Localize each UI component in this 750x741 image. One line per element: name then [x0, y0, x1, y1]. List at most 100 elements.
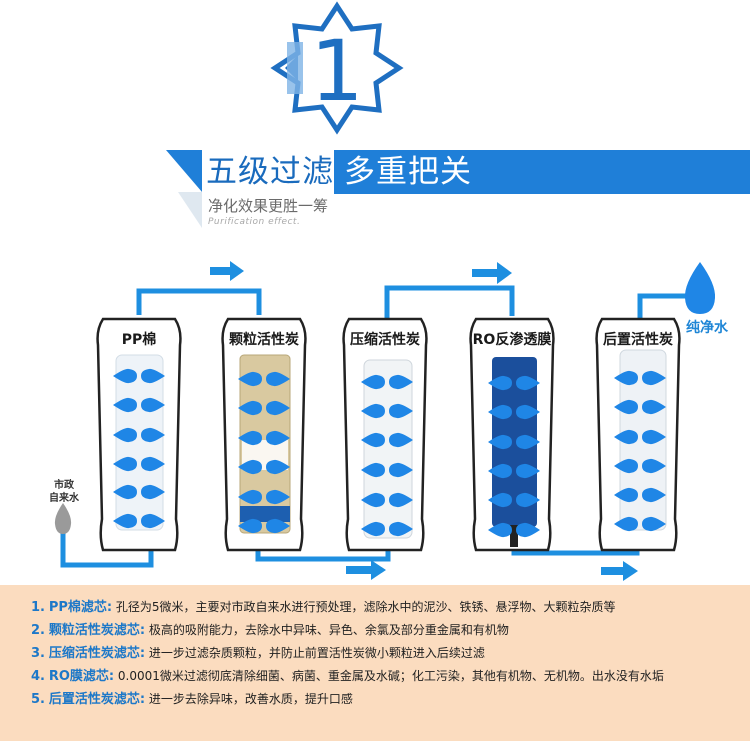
water-drop-icon	[614, 487, 638, 503]
water-drop-icon	[488, 522, 512, 538]
water-drop-icon	[113, 513, 137, 529]
water-drop-icon	[361, 462, 385, 478]
pure-water-drop-icon	[684, 262, 716, 314]
water-drop-icon	[266, 518, 290, 534]
detail-row: 4. RO膜滤芯: 0.0001微米过滤彻底清除细菌、病菌、重金属及水碱；化工污…	[31, 667, 664, 686]
water-drop-icon	[141, 484, 165, 500]
water-drop-icon	[488, 492, 512, 508]
pure-water-label: 纯净水	[686, 320, 728, 336]
water-drop-icon	[113, 456, 137, 472]
water-drop-icon	[238, 400, 262, 416]
detail-num: 2.	[31, 623, 45, 638]
water-drop-icon	[266, 430, 290, 446]
detail-row: 1. PP棉滤芯: 孔径为5微米，主要对市政自来水进行预处理，滤除水中的泥沙、铁…	[31, 598, 616, 617]
water-drop-icon	[389, 492, 413, 508]
title-part1: 五级过滤	[206, 154, 334, 190]
detail-num: 1.	[31, 600, 45, 615]
detail-row: 3. 压缩活性炭滤芯: 进一步过滤杂质颗粒，并防止前置活性炭微小颗粒进入后续过滤	[31, 644, 485, 663]
tap-water-label: 市政 自来水	[42, 479, 86, 505]
detail-sep: :	[139, 623, 146, 638]
water-drop-icon	[642, 370, 666, 386]
water-drop-icon	[266, 459, 290, 475]
detail-sep: :	[139, 646, 146, 661]
water-drop-icon	[113, 484, 137, 500]
water-drop-icon	[642, 487, 666, 503]
detail-row: 5. 后置活性炭滤芯: 进一步去除异味，改善水质，提升口感	[31, 690, 353, 709]
details-panel: 1. PP棉滤芯: 孔径为5微米，主要对市政自来水进行预处理，滤除水中的泥沙、铁…	[0, 585, 750, 741]
title-part2: 多重把关	[344, 154, 472, 190]
step-badge	[270, 1, 404, 135]
detail-text: 进一步去除异味，改善水质，提升口感	[148, 692, 353, 706]
water-drop-icon	[389, 462, 413, 478]
water-drop-icon	[488, 404, 512, 420]
water-drop-icon	[614, 429, 638, 445]
tap-water-drop-icon	[54, 503, 72, 534]
water-drop-icon	[488, 375, 512, 391]
water-drop-icon	[238, 371, 262, 387]
title-banner: 多重把关	[334, 150, 750, 194]
water-drop-icon	[389, 403, 413, 419]
subtitle: 净化效果更胜一筹	[208, 197, 329, 215]
water-drop-icon	[141, 427, 165, 443]
water-drop-icon	[642, 516, 666, 532]
water-drop-icon	[389, 374, 413, 390]
water-drop-icon	[361, 403, 385, 419]
detail-text: 极高的吸附能力，去除水中异味、异色、余氯及部分重金属和有机物	[148, 623, 509, 637]
water-drop-icon	[238, 430, 262, 446]
water-drop-icon	[642, 429, 666, 445]
water-drop-icon	[361, 374, 385, 390]
stage-label-ro-membrane: RO反渗透膜	[472, 332, 552, 348]
water-drop-icon	[389, 432, 413, 448]
water-drop-icon	[113, 397, 137, 413]
water-drop-icon	[642, 399, 666, 415]
water-drop-icon	[113, 368, 137, 384]
water-drop-icon	[141, 368, 165, 384]
detail-name: 后置活性炭滤芯	[48, 692, 140, 707]
water-drop-icon	[614, 399, 638, 415]
detail-num: 3.	[31, 646, 45, 661]
detail-sep: :	[106, 600, 113, 615]
water-drop-icon	[266, 400, 290, 416]
water-drop-icon	[516, 463, 540, 479]
detail-sep: :	[139, 692, 146, 707]
water-drop-icon	[614, 370, 638, 386]
water-drop-icon	[642, 458, 666, 474]
detail-row: 2. 颗粒活性炭滤芯: 极高的吸附能力，去除水中异味、异色、余氯及部分重金属和有…	[31, 621, 509, 640]
water-drop-icon	[488, 434, 512, 450]
detail-name: PP棉滤芯	[48, 600, 107, 615]
water-drop-icon	[516, 404, 540, 420]
detail-text: 0.0001微米过滤彻底清除细菌、病菌、重金属及水碱；化工污染，其他有机物、无机…	[117, 669, 664, 683]
stage-label-granular-carbon: 颗粒活性炭	[229, 332, 299, 348]
water-drop-icon	[361, 521, 385, 537]
water-drop-icon	[488, 463, 512, 479]
water-drop-icon	[614, 516, 638, 532]
detail-name: 压缩活性炭滤芯	[48, 646, 140, 661]
detail-num: 4.	[31, 669, 45, 684]
water-drop-icon	[516, 375, 540, 391]
water-drop-icon	[238, 459, 262, 475]
tap-water-label-line2: 自来水	[49, 493, 79, 504]
water-drop-icon	[141, 397, 165, 413]
stage-label-pp: PP棉	[121, 332, 157, 348]
water-drop-icon	[141, 513, 165, 529]
detail-num: 5.	[31, 692, 45, 707]
detail-sep: :	[108, 669, 115, 684]
flow-arrows	[210, 261, 638, 581]
detail-text: 进一步过滤杂质颗粒，并防止前置活性炭微小颗粒进入后续过滤	[148, 646, 485, 660]
title-chevron	[166, 150, 202, 228]
water-drop-icon	[516, 492, 540, 508]
detail-name: RO膜滤芯	[48, 669, 109, 684]
detail-name: 颗粒活性炭滤芯	[48, 623, 140, 638]
tap-water-label-line1: 市政	[54, 480, 74, 491]
water-drop-icon	[516, 434, 540, 450]
detail-text: 孔径为5微米，主要对市政自来水进行预处理，滤除水中的泥沙、铁锈、悬浮物、大颗粒杂…	[115, 600, 616, 614]
water-drop-icon	[361, 432, 385, 448]
water-drop-icon	[614, 458, 638, 474]
stage-label-post-carbon: 后置活性炭	[603, 332, 673, 348]
water-drops	[113, 368, 666, 538]
water-drop-icon	[141, 456, 165, 472]
water-drop-icon	[361, 492, 385, 508]
water-drop-icon	[113, 427, 137, 443]
water-drop-icon	[238, 518, 262, 534]
